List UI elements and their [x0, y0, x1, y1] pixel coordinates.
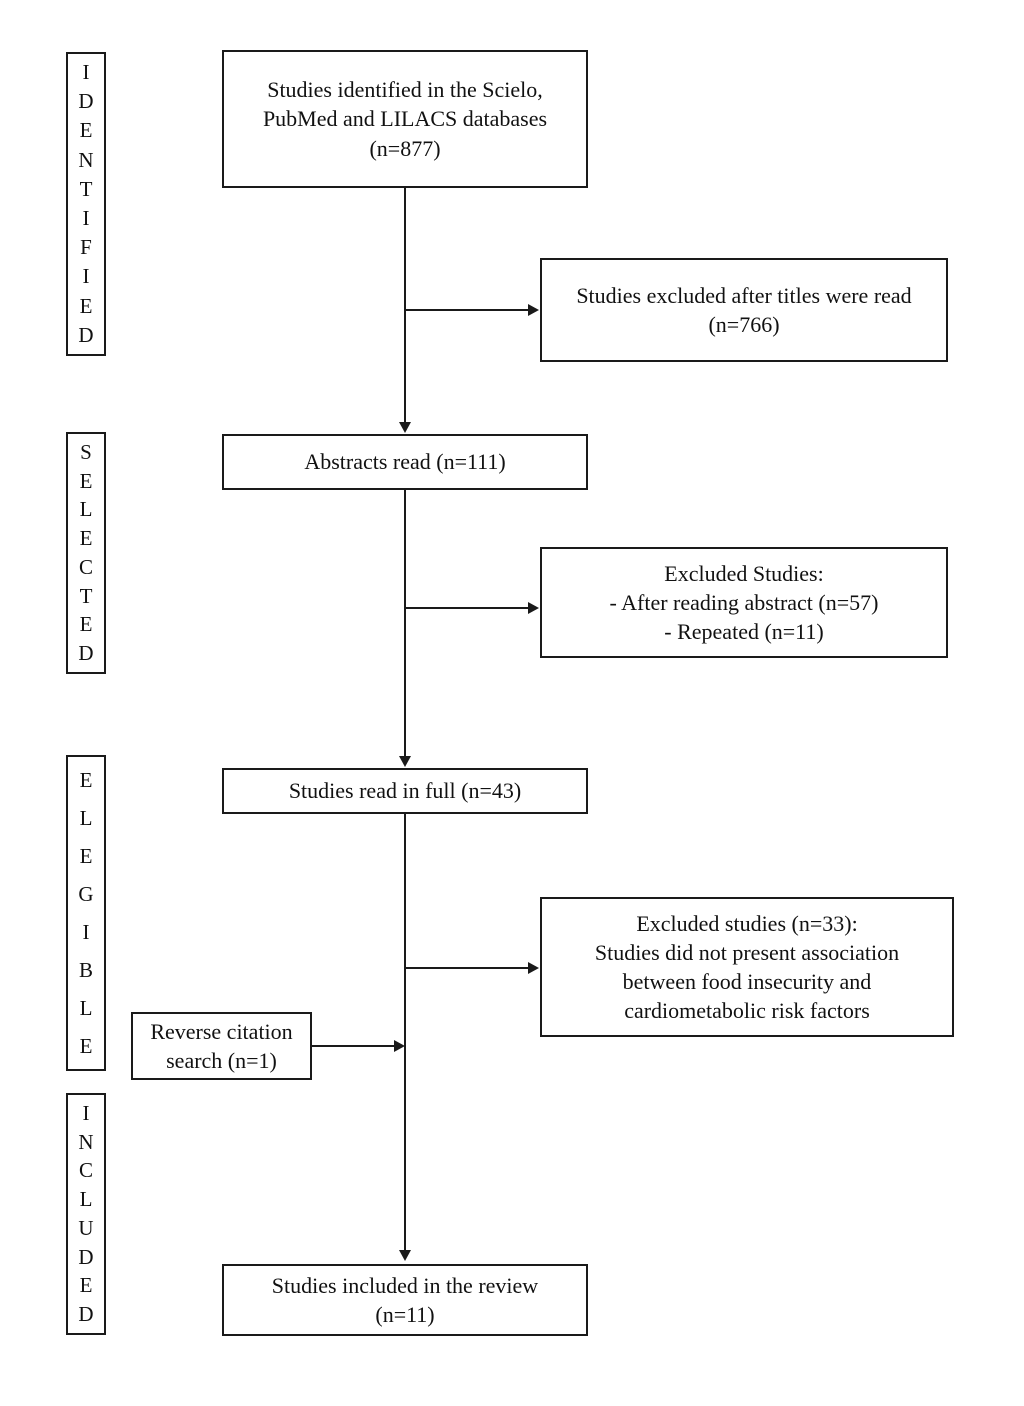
- box-abstracts-read: Abstracts read (n=111): [222, 434, 588, 490]
- stage-letter: E: [79, 612, 93, 637]
- stage-letter: T: [79, 583, 93, 608]
- box-excluded-fulltext-text: Excluded studies (n=33): Studies did not…: [594, 910, 900, 1024]
- arrow-down-icon: [399, 756, 411, 767]
- stage-label-elegible: E L E G I B L E: [66, 755, 106, 1071]
- connector-reverse-citation-to-spine: [312, 1045, 394, 1047]
- stage-letter: F: [80, 235, 92, 260]
- stage-letter: I: [82, 60, 90, 85]
- stage-letter: C: [78, 554, 93, 579]
- stage-letter: L: [79, 805, 93, 830]
- box-full-text-read: Studies read in full (n=43): [222, 768, 588, 814]
- stage-letter: E: [79, 468, 93, 493]
- stage-letter: L: [79, 995, 93, 1020]
- stage-label-selected: S E L E C T E D: [66, 432, 106, 674]
- box-excluded-abstracts: Excluded Studies: - After reading abstra…: [540, 547, 948, 658]
- box-full-text-read-text: Studies read in full (n=43): [288, 778, 522, 804]
- arrow-right-icon: [394, 1040, 405, 1052]
- stage-letter: N: [78, 147, 94, 172]
- connector-to-excluded-abstracts: [404, 607, 528, 609]
- stage-letter: I: [82, 206, 90, 231]
- box-reverse-citation: Reverse citation search (n=1): [131, 1012, 312, 1080]
- stage-letter: U: [78, 1215, 94, 1240]
- stage-letter: D: [78, 641, 94, 666]
- arrow-right-icon: [528, 962, 539, 974]
- box-excluded-abstracts-text: Excluded Studies: - After reading abstra…: [609, 560, 879, 645]
- stage-letter: G: [78, 881, 94, 906]
- box-identified-records: Studies identified in the Scielo, PubMed…: [222, 50, 588, 188]
- stage-label-included: I N C L U D E D: [66, 1093, 106, 1335]
- stage-letter: E: [79, 1033, 93, 1058]
- stage-letter: D: [78, 322, 94, 347]
- box-reverse-citation-text: Reverse citation search (n=1): [150, 1018, 293, 1073]
- box-included-review-text: Studies included in the review (n=11): [271, 1272, 539, 1327]
- box-excluded-titles-text: Studies excluded after titles were read …: [576, 282, 912, 337]
- arrow-down-icon: [399, 1250, 411, 1261]
- box-excluded-fulltext: Excluded studies (n=33): Studies did not…: [540, 897, 954, 1037]
- stage-letter: B: [78, 957, 93, 982]
- arrow-right-icon: [528, 304, 539, 316]
- stage-letter: T: [79, 176, 93, 201]
- box-identified-records-text: Studies identified in the Scielo, PubMed…: [262, 77, 548, 161]
- connector-identified-to-abstracts: [404, 188, 406, 424]
- stage-letter: L: [79, 1187, 93, 1212]
- stage-letter: I: [82, 1100, 90, 1125]
- stage-letter: E: [79, 526, 93, 551]
- stage-letter: I: [82, 919, 90, 944]
- stage-letter: E: [79, 767, 93, 792]
- stage-letter: E: [79, 293, 93, 318]
- stage-letter: E: [79, 1273, 93, 1298]
- stage-letter: D: [78, 1302, 94, 1327]
- stage-letter: D: [78, 1244, 94, 1269]
- connector-abstracts-to-fulltext: [404, 490, 406, 758]
- stage-letter: E: [79, 843, 93, 868]
- box-included-review: Studies included in the review (n=11): [222, 1264, 588, 1336]
- connector-fulltext-to-included: [404, 814, 406, 1252]
- stage-letter: D: [78, 89, 94, 114]
- arrow-down-icon: [399, 422, 411, 433]
- connector-to-excluded-titles: [404, 309, 528, 311]
- stage-letter: L: [79, 497, 93, 522]
- stage-letter: E: [79, 118, 93, 143]
- box-excluded-titles: Studies excluded after titles were read …: [540, 258, 948, 362]
- stage-label-identified: I D E N T I F I E D: [66, 52, 106, 356]
- box-abstracts-read-text: Abstracts read (n=111): [304, 449, 506, 475]
- arrow-right-icon: [528, 602, 539, 614]
- stage-letter: S: [80, 439, 92, 464]
- stage-letter: I: [82, 264, 90, 289]
- connector-to-excluded-fulltext: [404, 967, 528, 969]
- stage-letter: C: [78, 1158, 93, 1183]
- stage-letter: N: [78, 1129, 94, 1154]
